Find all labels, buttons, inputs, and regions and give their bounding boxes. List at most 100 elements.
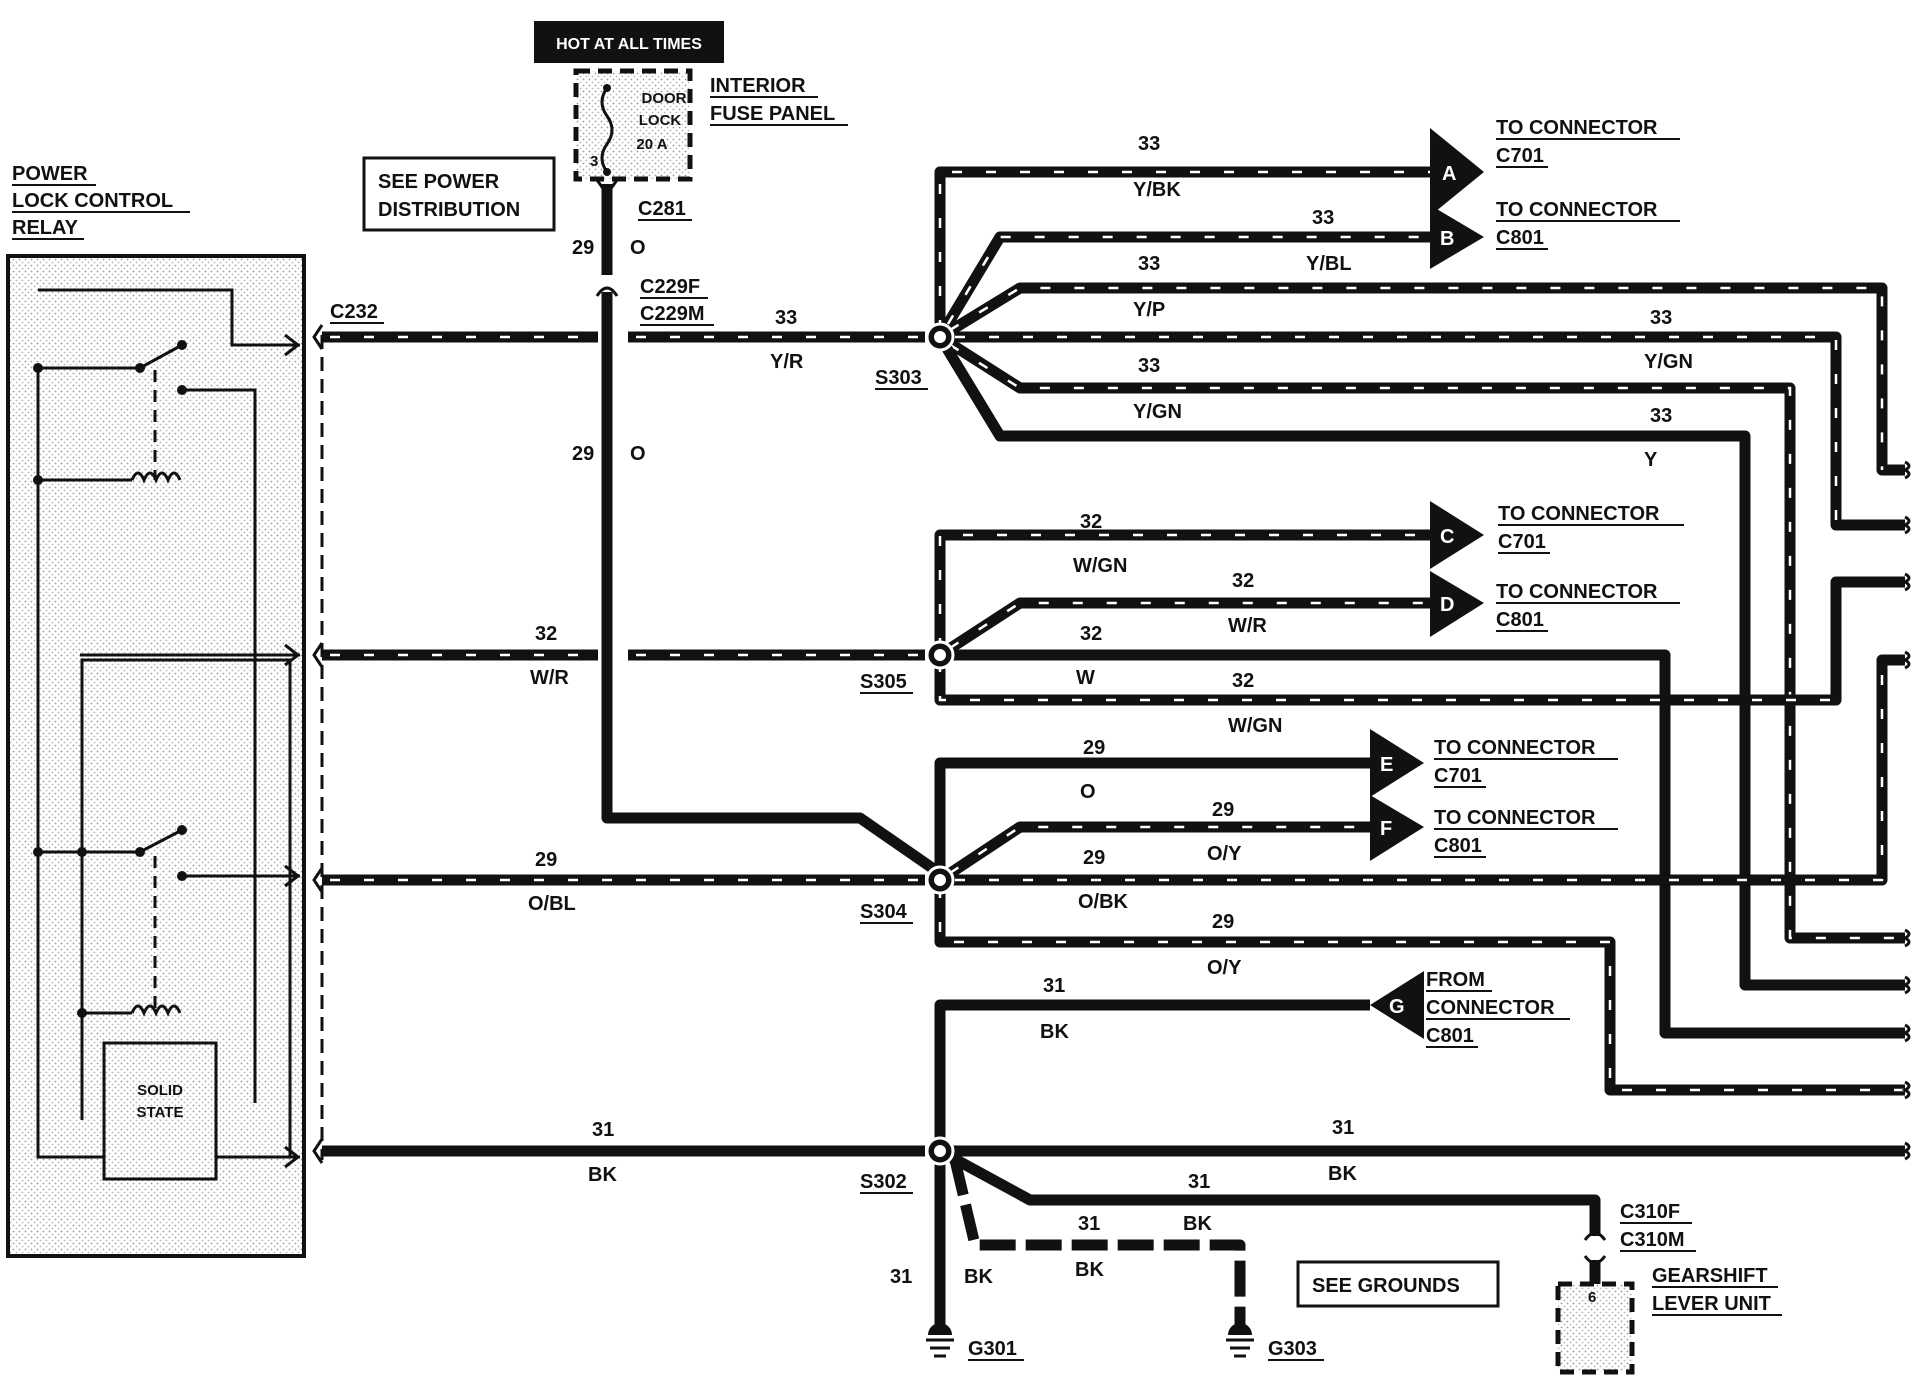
connector-a-line1: TO CONNECTOR [1496, 117, 1658, 139]
c229f-label: C229F [640, 276, 700, 298]
connector-d-line1: TO CONNECTOR [1496, 581, 1658, 603]
connector-b-letter: B [1440, 228, 1454, 250]
wgn-top-wire-color: W/GN [1073, 555, 1127, 577]
see-power-line1: SEE POWER [378, 171, 500, 193]
bk-g303-wire-color: BK [1183, 1213, 1212, 1235]
solid-state-label-1: SOLID [137, 1082, 183, 1099]
ybl-wire-color: Y/BL [1306, 253, 1352, 275]
ground-g303-icon [1226, 1323, 1254, 1358]
mid29-wire-num: 29 [572, 443, 594, 465]
o-e-wire-num: 29 [1083, 737, 1105, 759]
ygn1-wire-color: Y/GN [1644, 351, 1693, 373]
see-grounds-label: SEE GROUNDS [1312, 1275, 1460, 1297]
connector-b-line1: TO CONNECTOR [1496, 199, 1658, 221]
connector-c-arrow [1430, 501, 1484, 569]
c310f-label: C310F [1620, 1201, 1680, 1223]
connector-f-arrow [1370, 795, 1424, 861]
connector-c-letter: C [1440, 526, 1454, 548]
bk-left-wire-color: BK [588, 1164, 617, 1186]
gearshift-lever-unit [1555, 1281, 1635, 1375]
w-wire-num: 32 [1080, 623, 1102, 645]
see-grounds-box [1296, 1260, 1500, 1308]
w-wire-color: W [1076, 667, 1095, 689]
solid-state-label-2: STATE [137, 1104, 184, 1121]
power-lock-control-relay: SOLID STATE [6, 254, 306, 1258]
bk-right-wire-color: BK [1328, 1163, 1357, 1185]
yr-wire-num: 33 [775, 307, 797, 329]
yp-wire-num: 33 [1138, 253, 1160, 275]
bk-g-wire-num: 31 [1043, 975, 1065, 997]
s305-label: S305 [860, 671, 907, 693]
fuse-rating: 20 A [636, 136, 667, 153]
ybk-wire-color: Y/BK [1133, 179, 1181, 201]
wire-31-bk [322, 999, 1905, 1325]
connector-c-line2: C701 [1498, 531, 1546, 553]
fuse-out-wire-color: O [630, 237, 646, 259]
interior-fuse-panel [573, 68, 693, 182]
ygn2-wire-color: Y/GN [1133, 401, 1182, 423]
connector-c-line1: TO CONNECTOR [1498, 503, 1660, 525]
bk-g-wire-color: BK [1040, 1021, 1069, 1043]
obk-wire-color: O/BK [1078, 891, 1129, 913]
obk-wire-num: 29 [1083, 847, 1105, 869]
bk-right-wire-num: 31 [1332, 1117, 1354, 1139]
solid-state-module [102, 1041, 218, 1181]
connector-e-arrow [1370, 729, 1424, 797]
fuse-panel-title-1: INTERIOR [710, 75, 806, 97]
s303-branches [934, 166, 1905, 991]
ygn2-wire-num: 33 [1138, 355, 1160, 377]
connector-g-arrow [1370, 971, 1424, 1039]
ground-g301-icon [926, 1323, 954, 1358]
o-e-wire-color: O [1080, 781, 1096, 803]
obl-wire-color: O/BL [528, 893, 576, 915]
oy2-wire-num: 29 [1212, 911, 1234, 933]
connector-d-letter: D [1440, 594, 1454, 616]
fuse-header: HOT AT ALL TIMES [556, 36, 702, 53]
see-power-distribution-box [362, 156, 556, 232]
bk-gear-wire-num: 31 [1188, 1171, 1210, 1193]
wr-d-wire-color: W/R [1228, 615, 1267, 637]
s302-label: S302 [860, 1171, 907, 1193]
fuse-header-box [534, 21, 724, 63]
s305-branches [934, 529, 1905, 1039]
wr-left-wire-color: W/R [530, 667, 569, 689]
bk-g301-wire-num: 31 [890, 1266, 912, 1288]
g301-label: G301 [968, 1338, 1017, 1360]
ygn1-wire-num: 33 [1650, 307, 1672, 329]
wgn-bot-wire-num: 32 [1232, 670, 1254, 692]
relay-title-1: POWER [12, 163, 88, 185]
gearshift-line1: GEARSHIFT [1652, 1265, 1768, 1287]
see-power-line2: DISTRIBUTION [378, 199, 520, 221]
g303-label: G303 [1268, 1338, 1317, 1360]
connector-a-letter: A [1442, 163, 1456, 185]
c229m-label: C229M [640, 303, 704, 325]
relay-title-2: LOCK CONTROL [12, 190, 173, 212]
bk-g303-wire-num: 31 [1078, 1213, 1100, 1235]
connector-g-line1: FROM [1426, 969, 1485, 991]
c232-label: C232 [330, 301, 378, 323]
gearshift-pin: 6 [1588, 1289, 1596, 1306]
fuse-line2: LOCK [639, 112, 682, 129]
mid29-wire-color: O [630, 443, 646, 465]
connector-g-line2: CONNECTOR [1426, 997, 1555, 1019]
connector-e-letter: E [1380, 754, 1393, 776]
yp-wire-color: Y/P [1133, 299, 1165, 321]
connector-b-line2: C801 [1496, 227, 1544, 249]
oy-f-wire-color: O/Y [1207, 843, 1242, 865]
bk-left-wire-num: 31 [592, 1119, 614, 1141]
connector-e-line1: TO CONNECTOR [1434, 737, 1596, 759]
y-wire-num: 33 [1650, 405, 1672, 427]
connector-a-line2: C701 [1496, 145, 1544, 167]
fuse-pin: 3 [590, 153, 598, 170]
wire-29-o-vertical [601, 184, 942, 877]
connector-g-line3: C801 [1426, 1025, 1474, 1047]
s304-label: S304 [860, 901, 908, 923]
fuse-out-wire-num: 29 [572, 237, 594, 259]
connector-g-letter: G [1389, 996, 1405, 1018]
connector-e-line2: C701 [1434, 765, 1482, 787]
c310m-label: C310M [1620, 1229, 1684, 1251]
fuse-element-icon [600, 87, 614, 173]
ybk-wire-num: 33 [1138, 133, 1160, 155]
oy-f-wire-num: 29 [1212, 799, 1234, 821]
